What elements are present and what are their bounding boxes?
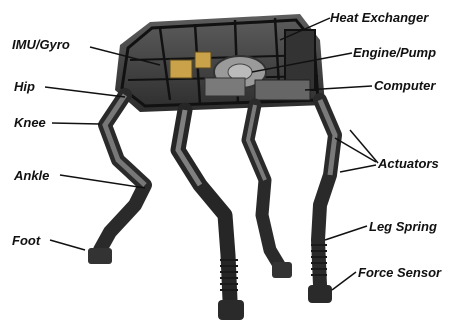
label-actuators: Actuators	[378, 156, 439, 171]
label-knee: Knee	[14, 115, 46, 130]
foot-part	[88, 248, 112, 264]
label-computer: Computer	[374, 78, 435, 93]
label-heat-exchanger: Heat Exchanger	[330, 10, 428, 25]
label-foot: Foot	[12, 233, 40, 248]
leader-hip	[45, 87, 125, 97]
label-force-sensor: Force Sensor	[358, 265, 441, 280]
leader-foot	[50, 240, 85, 250]
leader-actuators-b	[340, 165, 376, 172]
leader-leg-spring	[325, 226, 367, 240]
label-leg-spring: Leg Spring	[369, 219, 437, 234]
leg-rear-left	[248, 105, 292, 278]
label-hip: Hip	[14, 79, 35, 94]
leader-actuators-c	[350, 130, 378, 163]
leg-front-right	[178, 110, 244, 320]
label-ankle: Ankle	[14, 168, 49, 183]
label-engine-pump: Engine/Pump	[353, 45, 436, 60]
leg-rear-right	[308, 100, 335, 303]
label-imu-gyro: IMU/Gyro	[12, 37, 70, 52]
imu-gyro-part	[170, 60, 192, 78]
leader-knee	[52, 123, 100, 124]
robot-body	[115, 14, 325, 112]
leader-actuators-a	[335, 138, 376, 162]
computer-part	[255, 80, 310, 100]
leader-force-sensor	[332, 272, 356, 290]
leg-front-left	[88, 95, 145, 264]
